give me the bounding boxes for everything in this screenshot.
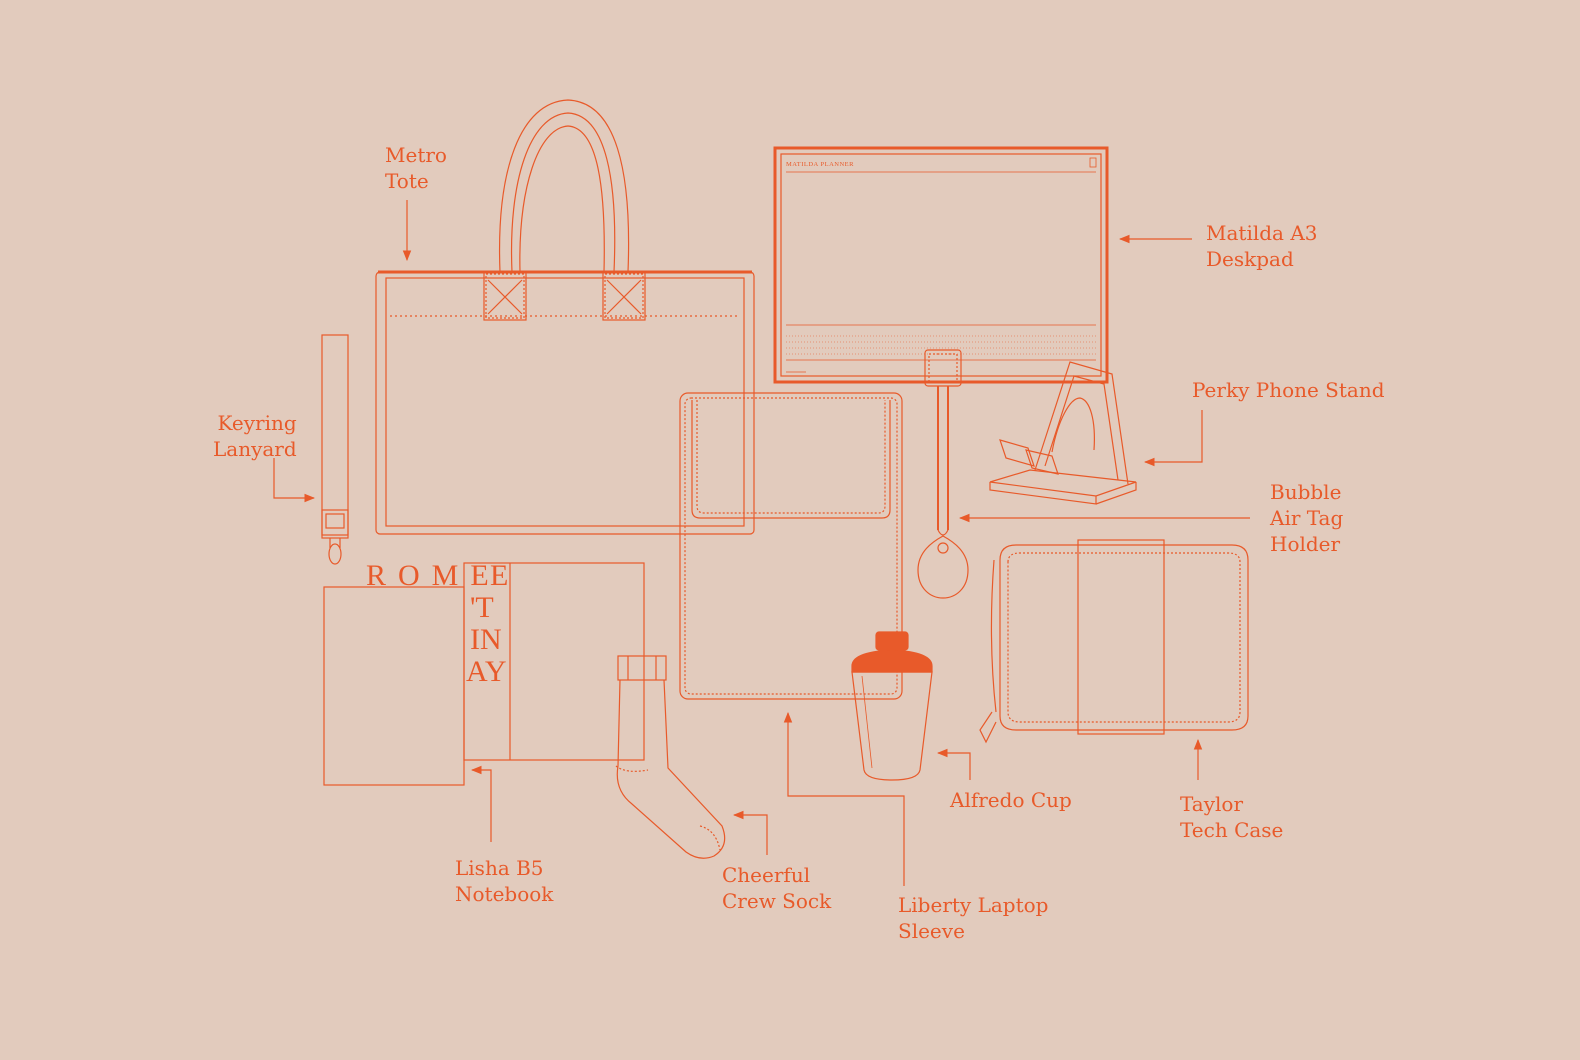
alfredo-cup-drawing xyxy=(851,631,933,781)
deskpad-header-text: MATILDA PLANNER xyxy=(786,161,854,168)
matilda-deskpad-drawing xyxy=(773,146,1109,384)
label-alfredo-cup: Alfredo Cup xyxy=(950,788,1072,812)
cheerful-sock-drawing xyxy=(615,655,726,859)
book-title-line5: AY xyxy=(466,655,507,688)
label-liberty-sleeve: Liberty Laptop Sleeve xyxy=(898,893,1049,943)
lisha-notebook-drawing xyxy=(323,562,645,786)
leader-lines xyxy=(273,200,1250,886)
keyring-lanyard-drawing xyxy=(321,334,349,565)
taylor-tech-case-drawing xyxy=(979,539,1249,744)
book-title-line2: E xyxy=(490,559,508,592)
book-title-line4: IN xyxy=(470,623,502,656)
label-lisha-notebook: Lisha B5 Notebook xyxy=(455,856,554,906)
label-bubble-airtag: Bubble Air Tag Holder xyxy=(1270,480,1344,556)
label-perky-phone-stand: Perky Phone Stand xyxy=(1192,378,1385,402)
label-matilda-deskpad: Matilda A3 Deskpad xyxy=(1206,221,1318,271)
liberty-sleeve-drawing xyxy=(679,392,903,700)
label-metro-tote: Metro Tote xyxy=(385,143,447,193)
book-title-line1: ROME xyxy=(366,559,501,592)
perky-phone-stand-drawing xyxy=(989,361,1137,505)
book-cover-lettering: ROME E 'T IN AY MATILDA PLANNER xyxy=(366,161,854,688)
label-keyring-lanyard: Keyring Lanyard xyxy=(213,411,297,461)
bubble-airtag-drawing xyxy=(917,349,969,599)
book-title-line3: 'T xyxy=(470,591,494,624)
metro-tote-drawing xyxy=(375,99,755,535)
label-cheerful-sock: Cheerful Crew Sock xyxy=(722,863,832,913)
label-taylor-tech-case: Taylor Tech Case xyxy=(1180,792,1284,842)
